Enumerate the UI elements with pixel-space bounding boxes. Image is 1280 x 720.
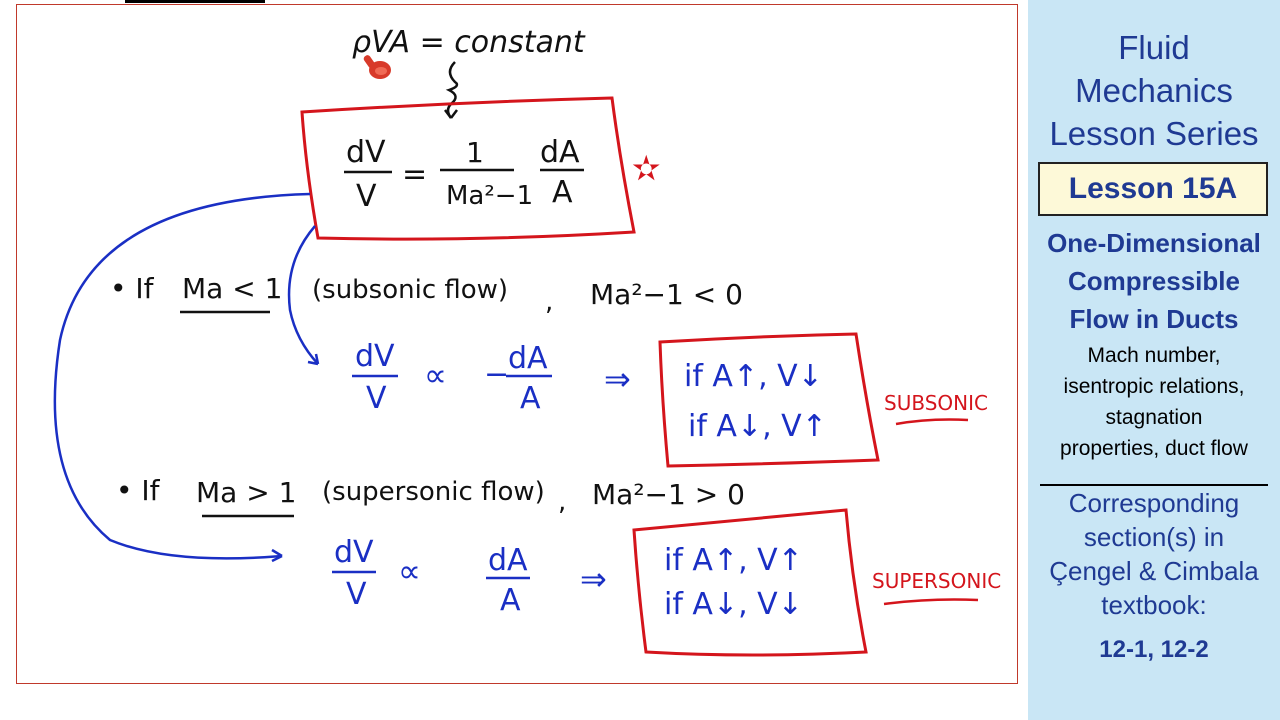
corresponding-sections: Corresponding section(s) in Çengel & Cim…: [1028, 486, 1280, 622]
subsonic-bullet: • If: [110, 272, 155, 305]
supersonic-label: SUPERSONIC: [872, 569, 1001, 593]
supersonic-bullet: • If: [116, 474, 161, 507]
supersonic-da: dA: [488, 543, 528, 578]
corresponding-line-2: section(s) in: [1083, 522, 1225, 552]
star-icon: ✫: [632, 149, 661, 189]
eq-lhs-den: V: [356, 179, 377, 214]
lesson-desc-line-4: properties, duct flow: [1060, 437, 1248, 460]
lesson-topic-line-3: Flow in Ducts: [1069, 304, 1239, 334]
subsonic-result-2: if A↓, V↑: [688, 409, 827, 444]
subsonic-condition: Ma < 1: [182, 272, 282, 305]
subsonic-a: A: [520, 381, 541, 416]
subsonic-dv: dV: [355, 339, 395, 374]
supersonic-flow-label: (supersonic flow): [322, 477, 545, 507]
main-equation: dV V = 1 Ma²−1 dA A: [344, 135, 584, 214]
subsonic-flow-label: (subsonic flow): [312, 275, 508, 305]
series-title-line-2: Mechanics: [1075, 72, 1233, 109]
handwritten-notes: ρVA = constant dV V = 1 Ma²−1 dA A ✫: [53, 25, 1001, 657]
lesson-sidebar: Fluid Mechanics Lesson Series Lesson 15A…: [1028, 0, 1280, 720]
lesson-number: Lesson 15A: [1068, 172, 1238, 205]
sidebar-divider: [1040, 484, 1268, 486]
lesson-topic-line-1: One-Dimensional: [1047, 228, 1261, 258]
supersonic-dv: dV: [334, 535, 374, 570]
brace-arrow: [444, 61, 459, 119]
lesson-desc-line-1: Mach number,: [1087, 344, 1221, 367]
whiteboard-canvas: ρVA = constant dV V = 1 Ma²−1 dA A ✫: [16, 0, 1018, 684]
subsonic-minus: −: [484, 357, 509, 392]
subsonic-prop-symbol: ∝: [424, 356, 447, 394]
supersonic-implies: ⇒: [580, 560, 607, 598]
continuity-equation: ρVA = constant: [352, 25, 586, 60]
lesson-desc-line-3: stagnation: [1105, 406, 1203, 429]
lesson-description: Mach number, isentropic relations, stagn…: [1028, 340, 1280, 464]
lesson-topic-line-2: Compressible: [1068, 266, 1240, 296]
subsonic-implies: ⇒: [604, 360, 631, 398]
subsonic-result-box: [658, 332, 880, 468]
eq-coef-den: Ma²−1: [446, 181, 533, 211]
corresponding-line-1: Corresponding: [1068, 488, 1240, 518]
textbook-sections: 12-1, 12-2: [1099, 636, 1209, 663]
supersonic-prop-symbol: ∝: [398, 552, 421, 590]
eq-equals: =: [402, 157, 427, 192]
supersonic-result-2: if A↓, V↓: [664, 587, 803, 622]
lesson-topic: One-Dimensional Compressible Flow in Duc…: [1028, 224, 1280, 338]
eq-coef-num: 1: [466, 136, 484, 169]
supersonic-condition: Ma > 1: [196, 476, 296, 509]
top-pen-stroke: [125, 0, 265, 3]
series-title: Fluid Mechanics Lesson Series: [1028, 26, 1280, 155]
lesson-number-box: Lesson 15A: [1038, 162, 1268, 216]
corresponding-line-3: Çengel & Cimbala: [1049, 556, 1259, 586]
subsonic-label: SUBSONIC: [884, 391, 988, 415]
subsonic-v: V: [366, 381, 387, 416]
series-title-line-3: Lesson Series: [1049, 115, 1259, 152]
lesson-desc-line-2: isentropic relations,: [1063, 375, 1245, 398]
subsonic-comma: ,: [545, 287, 553, 317]
supersonic-result-1: if A↑, V↑: [664, 543, 803, 578]
series-title-line-1: Fluid: [1118, 29, 1190, 66]
canvas-border: [16, 4, 1018, 684]
supersonic-comma: ,: [558, 487, 566, 517]
main-equation-box: [300, 96, 636, 241]
supersonic-a: A: [500, 583, 521, 618]
eq-rhs-num: dA: [540, 135, 580, 170]
blue-arrows: [53, 192, 320, 563]
eq-lhs-num: dV: [346, 135, 386, 170]
supersonic-case: • If Ma > 1 (supersonic flow) , Ma²−1 > …: [116, 474, 1001, 657]
subsonic-relation: Ma²−1 < 0: [590, 278, 743, 311]
supersonic-v: V: [346, 577, 367, 612]
hand-pointer-icon: [363, 55, 391, 79]
eq-rhs-den: A: [552, 175, 573, 210]
subsonic-result-1: if A↑, V↓: [684, 359, 823, 394]
subsonic-da: dA: [508, 341, 548, 376]
corresponding-line-4: textbook:: [1101, 590, 1207, 620]
subsonic-case: • If Ma < 1 (subsonic flow) , Ma²−1 < 0 …: [110, 272, 988, 468]
supersonic-relation: Ma²−1 > 0: [592, 478, 745, 511]
supersonic-result-box: [632, 508, 868, 657]
